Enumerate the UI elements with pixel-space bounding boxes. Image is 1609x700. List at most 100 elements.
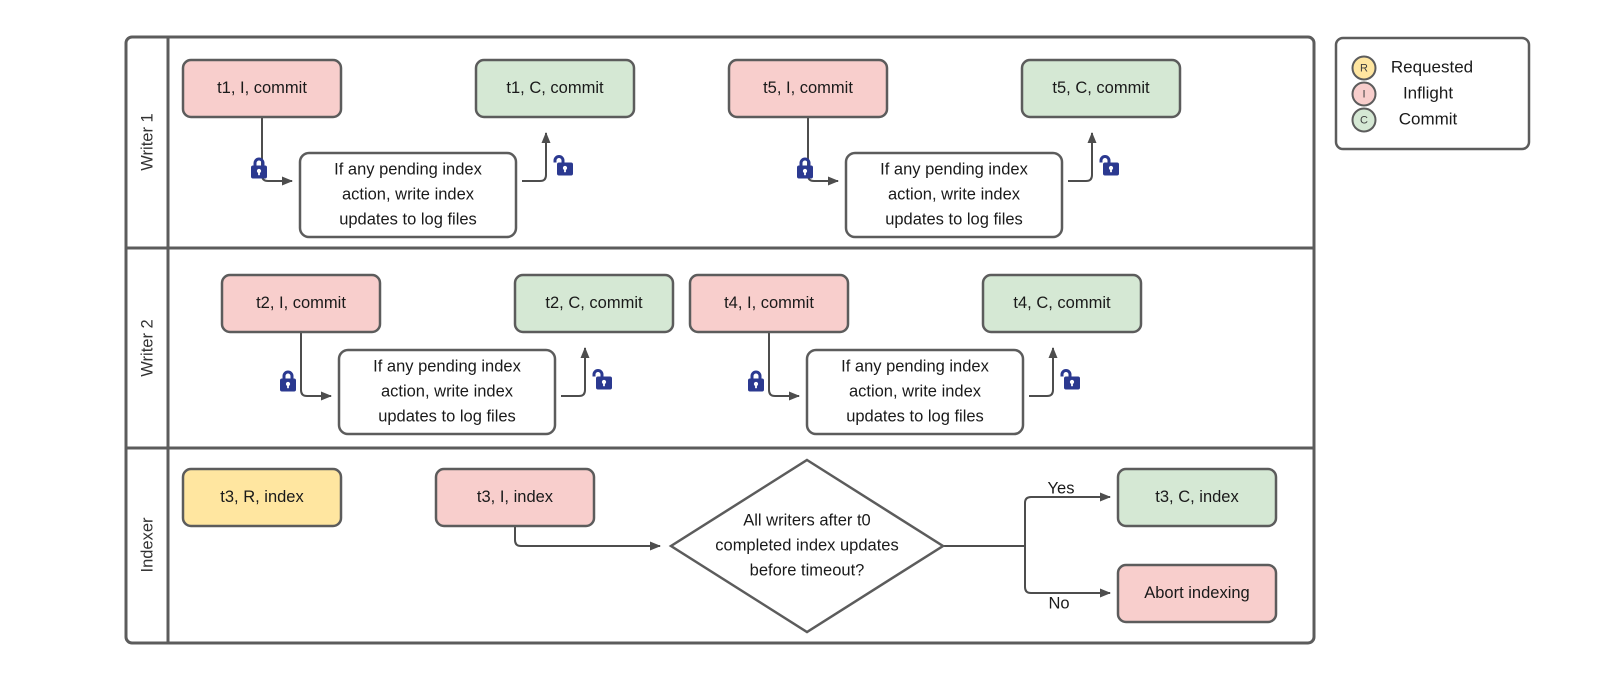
node-ix-t3-i[interactable]: t3, I, index <box>434 467 596 528</box>
node-w2-t2-c[interactable]: t2, C, commit <box>513 273 675 334</box>
legend-panel: R Requested I Inflight C Commit <box>1334 36 1531 151</box>
node-w1-t5-i[interactable]: t5, I, commit <box>727 58 889 119</box>
writer2-group2-edges <box>768 332 1058 401</box>
node-w1-t1-c-label: t1, C, commit <box>506 79 604 97</box>
lock-open-icon <box>1099 155 1119 176</box>
edge-t3i-to-decision <box>514 525 661 551</box>
edge-w2-action-to-t2c <box>561 347 590 397</box>
node-w1-action-2-line1: If any pending index <box>880 160 1028 178</box>
node-w1-t5-c-box[interactable] <box>1020 58 1182 119</box>
legend-badge-inflight <box>1351 81 1377 107</box>
node-w2-action-2-box[interactable] <box>805 348 1025 436</box>
node-ix-t3-r-label: t3, R, index <box>220 488 304 506</box>
legend-item-requested: R Requested <box>1351 55 1473 81</box>
node-w2-t4-i-box[interactable] <box>688 273 850 334</box>
indexer-edges <box>514 492 1111 598</box>
edge-label-no: No <box>1048 594 1069 612</box>
node-w1-action-1-line1: If any pending index <box>334 160 482 178</box>
node-ix-abort[interactable]: Abort indexing <box>1116 563 1278 624</box>
node-w1-action-1-box[interactable] <box>298 151 518 239</box>
node-w2-action-1[interactable]: If any pending index action, write index… <box>337 348 557 436</box>
lock-open-icon <box>1060 369 1080 390</box>
node-w2-action-2-line3: updates to log files <box>846 407 984 425</box>
lock-closed-icon <box>251 157 267 179</box>
legend-badge-commit <box>1351 107 1377 133</box>
node-w1-t1-i-box[interactable] <box>181 58 343 119</box>
lane-label-indexer: Indexer <box>138 517 156 573</box>
pool-outline <box>124 35 1316 645</box>
node-w1-t5-c-label: t5, C, commit <box>1052 79 1150 97</box>
node-ix-decision-line2: completed index updates <box>715 536 898 554</box>
legend-label-requested: Requested <box>1391 57 1473 76</box>
node-ix-t3-c-label: t3, C, index <box>1155 488 1239 506</box>
node-w1-t1-i-label: t1, I, commit <box>217 79 307 97</box>
node-w1-action-2[interactable]: If any pending index action, write index… <box>844 151 1064 239</box>
lane-label-writer1: Writer 1 <box>138 113 156 170</box>
node-w1-t5-c[interactable]: t5, C, commit <box>1020 58 1182 119</box>
legend-item-inflight: I Inflight <box>1351 81 1453 107</box>
node-w2-t2-i[interactable]: t2, I, commit <box>220 273 382 334</box>
node-w1-t1-c-box[interactable] <box>474 58 636 119</box>
node-w1-action-1[interactable]: If any pending index action, write index… <box>298 151 518 239</box>
lock-open-icon <box>553 155 573 176</box>
node-ix-abort-label: Abort indexing <box>1144 584 1250 602</box>
node-ix-t3-r[interactable]: t3, R, index <box>181 467 343 528</box>
node-ix-decision[interactable]: All writers after t0 completed index upd… <box>668 458 946 634</box>
edge-w2-action-to-t4c <box>1029 347 1058 397</box>
edge-w2-t4i-to-action <box>768 332 800 401</box>
node-w1-t5-i-box[interactable] <box>727 58 889 119</box>
node-ix-t3-r-box[interactable] <box>181 467 343 528</box>
node-ix-t3-i-box[interactable] <box>434 467 596 528</box>
node-w2-t2-i-box[interactable] <box>220 273 382 334</box>
edge-label-yes: Yes <box>1048 479 1075 497</box>
edge-w2-t2i-to-action <box>300 332 332 401</box>
node-w1-action-2-box[interactable] <box>844 151 1064 239</box>
node-w2-t4-i-label: t4, I, commit <box>724 294 814 312</box>
node-w2-action-2-line1: If any pending index <box>841 357 989 375</box>
node-w1-action-2-line2: action, write index <box>888 185 1021 203</box>
node-w2-t2-c-label: t2, C, commit <box>545 294 643 312</box>
node-ix-t3-c[interactable]: t3, C, index <box>1116 467 1278 528</box>
edge-w1-action-to-t1c <box>522 132 551 182</box>
legend-item-commit: C Commit <box>1351 107 1458 133</box>
node-ix-decision-line1: All writers after t0 <box>743 511 870 529</box>
lane-label-indexer-text: Indexer <box>138 517 156 573</box>
node-w2-t2-c-box[interactable] <box>513 273 675 334</box>
edge-decision-no <box>1024 546 1111 598</box>
node-w2-action-2[interactable]: If any pending index action, write index… <box>805 348 1025 436</box>
node-w2-action-2-line2: action, write index <box>849 382 982 400</box>
pool-container <box>124 35 1316 645</box>
lock-open-icon <box>592 369 612 390</box>
node-ix-abort-box[interactable] <box>1116 563 1278 624</box>
node-w2-action-1-line1: If any pending index <box>373 357 521 375</box>
node-w1-action-2-line3: updates to log files <box>885 210 1023 228</box>
node-w2-action-1-box[interactable] <box>337 348 557 436</box>
node-ix-decision-diamond[interactable] <box>668 458 946 634</box>
node-w2-t4-c-box[interactable] <box>981 273 1143 334</box>
node-w1-action-1-line2: action, write index <box>342 185 475 203</box>
legend-badge-commit-letter: C <box>1360 115 1368 127</box>
edge-w1-action-to-t5c <box>1068 132 1097 182</box>
legend-box <box>1334 36 1531 151</box>
lock-closed-icon <box>797 157 813 179</box>
writer2-group1-edges <box>300 332 590 401</box>
lane-label-writer2-text: Writer 2 <box>138 319 156 376</box>
node-w2-t4-c[interactable]: t4, C, commit <box>981 273 1143 334</box>
node-ix-t3-i-label: t3, I, index <box>477 488 554 506</box>
legend-badge-requested-letter: R <box>1360 63 1368 75</box>
lock-closed-icon <box>748 370 764 392</box>
lock-closed-icon <box>280 370 296 392</box>
edge-decision-yes <box>1024 492 1111 546</box>
node-w2-t2-i-label: t2, I, commit <box>256 294 346 312</box>
legend-badge-inflight-letter: I <box>1362 89 1365 101</box>
legend-badge-requested <box>1351 55 1377 81</box>
node-w2-t4-i[interactable]: t4, I, commit <box>688 273 850 334</box>
node-w1-t1-c[interactable]: t1, C, commit <box>474 58 636 119</box>
legend-label-inflight: Inflight <box>1403 83 1453 102</box>
node-w1-t1-i[interactable]: t1, I, commit <box>181 58 343 119</box>
node-w1-action-1-line3: updates to log files <box>339 210 477 228</box>
node-w1-t5-i-label: t5, I, commit <box>763 79 853 97</box>
node-ix-t3-c-box[interactable] <box>1116 467 1278 528</box>
